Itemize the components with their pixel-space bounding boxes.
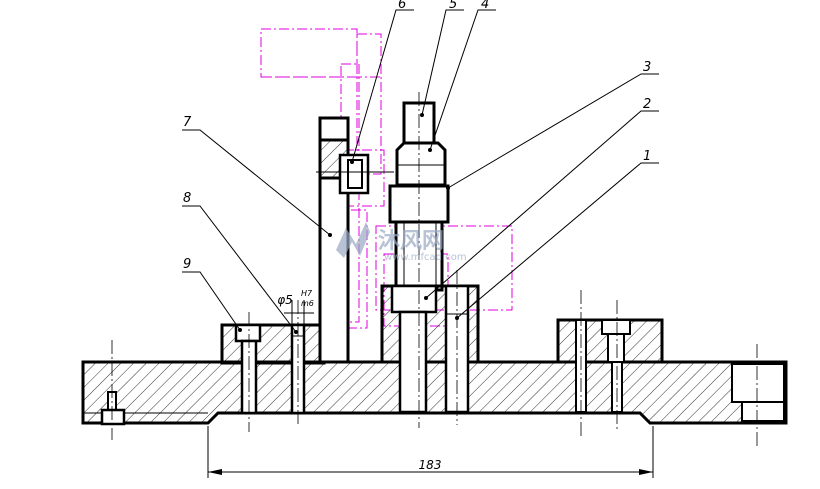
callout-3: 3 (643, 60, 651, 75)
callout-7: 7 (183, 115, 192, 130)
callout-6: 6 (398, 0, 406, 12)
base-plate (81, 360, 788, 425)
phantom-outline (260, 28, 513, 329)
callout-2: 2 (643, 97, 651, 112)
fit-shaft-tolerance: m6 (301, 299, 314, 308)
watermark-logo-icon (336, 222, 370, 258)
side-bolt (316, 153, 394, 195)
fit-hole-tolerance: H7 (301, 289, 313, 298)
center-lines (111, 92, 758, 446)
clamp-body (380, 284, 480, 414)
callout-4: 4 (481, 0, 489, 12)
overall-dimension: 183 (207, 426, 654, 478)
callout-5: 5 (449, 0, 457, 12)
dimension-183: 183 (419, 458, 442, 472)
fit-diameter: φ5 (277, 293, 293, 307)
watermark-brand: 沐风网 (378, 229, 444, 254)
watermark: 沐风网 www.mfcad.com (336, 222, 467, 263)
watermark-url: www.mfcad.com (384, 252, 467, 263)
fit-annotation: φ5 H7 m6 (277, 289, 314, 325)
callout-9: 9 (183, 257, 191, 272)
callout-8: 8 (183, 191, 191, 206)
callout-1: 1 (643, 149, 651, 164)
callouts: 1 2 3 4 5 6 7 8 9 (182, 0, 659, 334)
